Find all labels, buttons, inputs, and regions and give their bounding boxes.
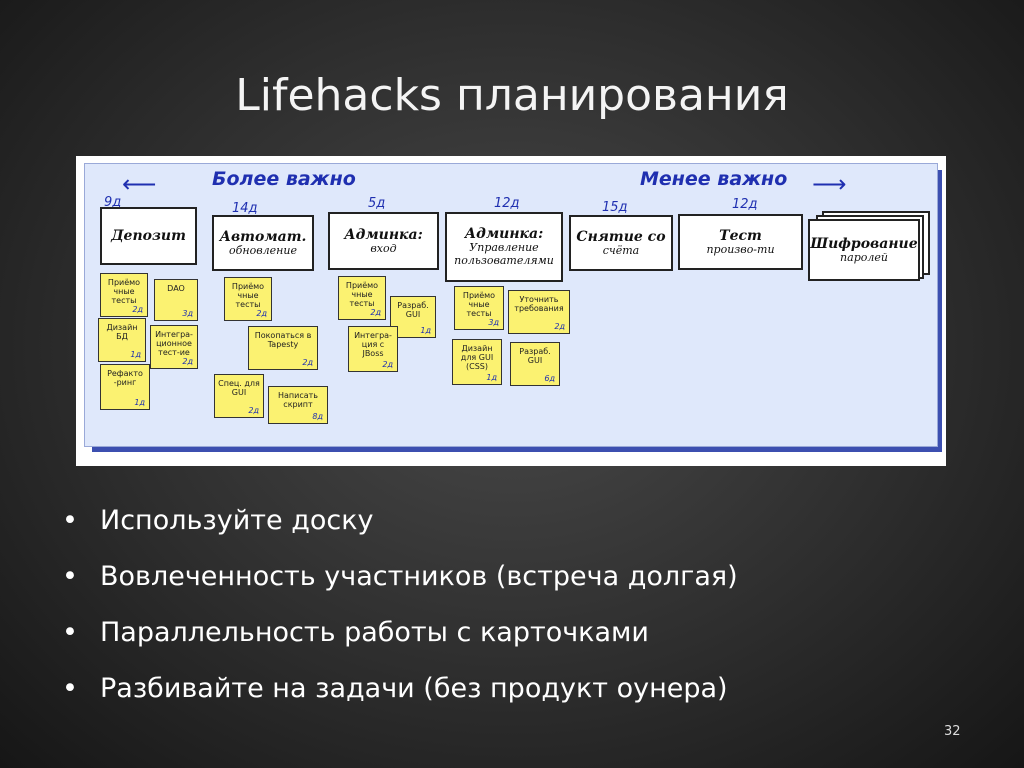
bullet-item: Используйте доску [60,500,738,556]
column-days: 12д [732,197,758,212]
less-important-header: Менее важно [640,168,788,190]
page-number: 32 [944,724,961,739]
story-card: Автомат.обновление [212,215,314,271]
column-days: 12д [494,196,520,211]
bullet-list: Используйте доску Вовлеченность участник… [60,500,738,724]
column-days: 15д [602,200,628,215]
task-sticky: Дизайн для GUI (CSS)1д [452,339,502,385]
slide-title: Lifehacks планирования [235,70,789,121]
column-days: 5д [368,196,386,211]
story-card: Депозит [100,207,197,265]
left-arrow-icon: ⟵ [122,170,157,198]
story-card: Админка:Управление пользователями [445,212,563,282]
column-days: 9д [104,195,122,210]
column-days: 14д [232,201,258,216]
right-arrow-icon: ⟶ [812,170,847,198]
bullet-item: Параллельность работы с карточками [60,612,738,668]
bullet-item: Вовлеченность участников (встреча долгая… [60,556,738,612]
bullet-item: Разбивайте на задачи (без продукт оунера… [60,668,738,724]
story-card: Админка:вход [328,212,439,270]
more-important-header: Более важно [212,168,356,190]
